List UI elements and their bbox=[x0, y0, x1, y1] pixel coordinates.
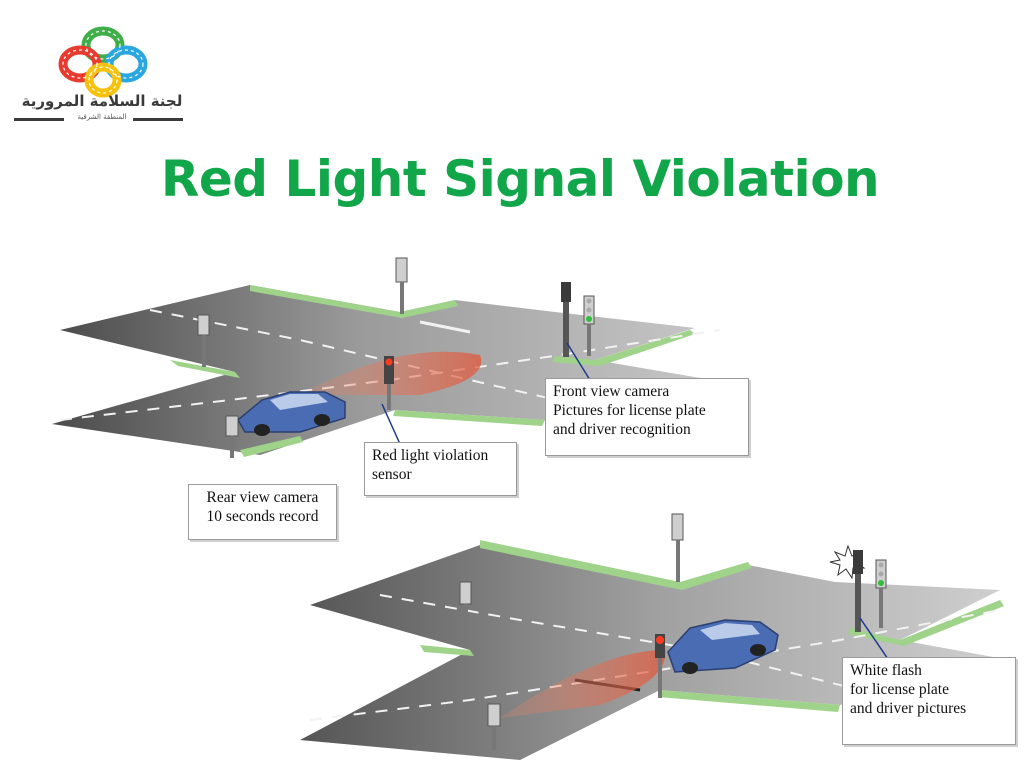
sensor-callout: Red light violation sensor bbox=[364, 442, 517, 496]
top-pole-left bbox=[197, 314, 210, 367]
top-lane-marking-cross bbox=[149, 309, 601, 411]
page-title: Red Light Signal Violation bbox=[160, 150, 880, 208]
top-pole-center bbox=[395, 257, 408, 314]
bottom-traffic-light bbox=[875, 559, 887, 628]
bottom-rear-camera-pole bbox=[487, 703, 501, 750]
front-camera-leader bbox=[566, 342, 591, 381]
top-traffic-light bbox=[583, 295, 595, 356]
top-stop-line bbox=[419, 320, 471, 334]
flash-callout: White flash for license plate and driver… bbox=[842, 657, 1016, 745]
bottom-pole-center bbox=[671, 513, 684, 582]
bottom-car bbox=[667, 619, 779, 674]
bottom-sensor-signal bbox=[655, 634, 665, 698]
top-curb-left bbox=[170, 360, 240, 378]
bottom-pole-left bbox=[459, 581, 472, 644]
flash-leader bbox=[859, 617, 891, 663]
bottom-curb-right bbox=[848, 600, 1004, 646]
front-camera-callout: Front view camera Pictures for license p… bbox=[545, 378, 749, 456]
top-rear-camera-pole bbox=[225, 415, 239, 458]
bottom-intersection bbox=[300, 513, 1010, 760]
top-curb-bottom bbox=[393, 410, 545, 426]
top-curb-bottom-left bbox=[240, 436, 303, 457]
top-sensor-signal bbox=[384, 356, 394, 410]
rear-camera-callout: Rear view camera 10 seconds record bbox=[188, 484, 337, 540]
bottom-curb-left bbox=[420, 645, 474, 656]
top-front-camera-pole bbox=[561, 282, 571, 357]
logo-name: لجنة السلامة المرورية bbox=[21, 92, 183, 110]
sensor-leader bbox=[381, 403, 401, 445]
logo-divider-right bbox=[133, 118, 183, 121]
top-car bbox=[237, 391, 346, 436]
bottom-lane-marking-cross bbox=[379, 594, 861, 691]
logo-subtitle: المنطقة الشرقية bbox=[77, 113, 127, 121]
traffic-safety-committee-logo bbox=[58, 26, 148, 98]
bottom-curb-bottom bbox=[658, 690, 840, 712]
flash-camera-pole bbox=[829, 544, 866, 632]
top-curb-right bbox=[552, 330, 695, 366]
logo-divider-left bbox=[14, 118, 64, 121]
bottom-sensor-beam bbox=[500, 650, 666, 718]
